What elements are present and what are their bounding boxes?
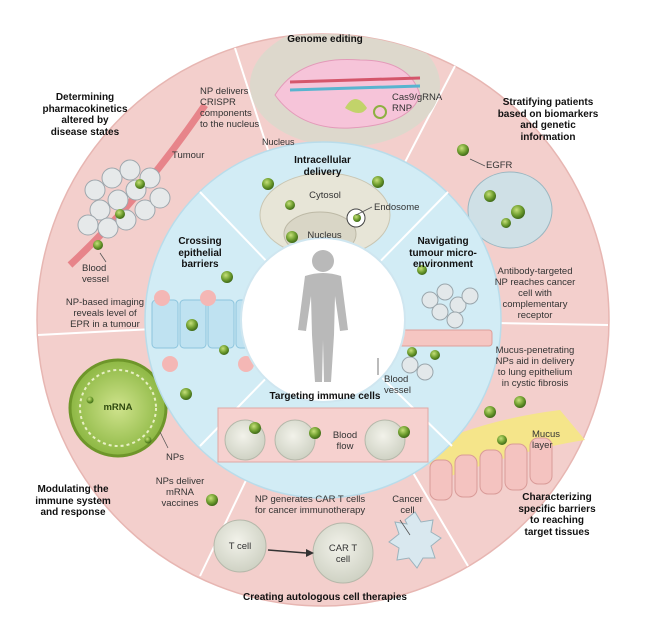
heading-crossing: Crossing epithelial barriers	[178, 236, 222, 270]
t-cell-arrow	[267, 549, 307, 554]
label-car-t-text: NP generates CAR T cells for cancer immu…	[254, 494, 366, 516]
label-blood-vessel-right: Blood vessel	[384, 374, 411, 396]
heading-intracellular: Intracellular delivery	[294, 155, 351, 178]
heading-stratifying: Stratifying patients based on biomarkers…	[497, 97, 599, 143]
t-cell-shape	[213, 519, 267, 573]
label-mrna: mRNA	[103, 402, 133, 413]
epithelium-right	[429, 437, 553, 501]
label-antibody: Antibody-targeted NP reaches cancer cell…	[494, 266, 576, 321]
label-endosome: Endosome	[374, 202, 420, 213]
label-nucleus-inner: Nucleus	[307, 230, 342, 241]
label-np-crispr: NP delivers CRISPR components to the nuc…	[200, 86, 260, 130]
label-cytosol: Cytosol	[309, 190, 341, 201]
cancer-cell-shape	[388, 511, 442, 569]
genome-editing-art	[250, 34, 440, 147]
heading-creating: Creating autologous cell therapies	[243, 592, 407, 603]
heading-characterizing: Characterizing specific barriers to reac…	[518, 492, 596, 538]
label-tumour: Tumour	[172, 150, 205, 161]
tumour-cluster-left	[77, 159, 171, 239]
label-np-mrna: NPs deliver mRNA vaccines	[155, 476, 205, 509]
label-mucus-np: Mucus-penetrating NPs aid in delivery to…	[495, 345, 575, 389]
pointer-lines	[99, 158, 486, 536]
heading-navigating: Navigating tumour micro- environment	[409, 236, 477, 270]
label-t-cell: T cell	[228, 541, 252, 552]
label-car-t-cell: CAR T cell	[328, 543, 358, 565]
label-nps: NPs	[166, 452, 184, 463]
tme-cells	[401, 283, 479, 381]
heading-targeting: Targeting immune cells	[269, 391, 381, 402]
label-nucleus-outer: Nucleus	[262, 137, 295, 147]
label-blood-flow: Blood flow	[332, 430, 358, 452]
heading-modulating: Modulating the immune system and respons…	[35, 484, 111, 518]
label-cas9: Cas9/gRNA RNP	[392, 92, 443, 114]
heading-genome-editing: Genome editing	[287, 34, 363, 45]
label-blood-vessel-left: Blood vessel	[82, 263, 109, 285]
label-mucus-layer: Mucus layer	[532, 429, 560, 451]
heading-pharmacokinetics: Determining pharmacokinetics altered by …	[42, 92, 128, 138]
human-figure-icon	[298, 250, 348, 382]
label-egfr: EGFR	[486, 160, 513, 171]
mrna-np	[68, 358, 168, 458]
label-np-imaging: NP-based imaging reveals level of EPR in…	[65, 297, 145, 330]
label-cancer-cell: Cancer cell	[392, 494, 423, 516]
nanoparticles	[86, 144, 526, 506]
